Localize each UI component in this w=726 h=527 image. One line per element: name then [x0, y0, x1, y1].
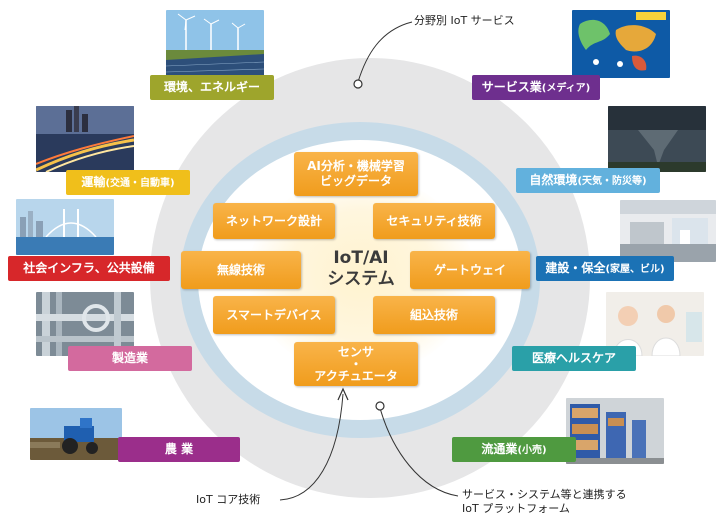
platform-callout-line2: IoT プラットフォーム [462, 502, 570, 515]
sector-nature-label: 自然環境 [529, 173, 578, 187]
core-embedded-label: 組込技術 [409, 307, 458, 322]
sector-healthcare[interactable]: 医療ヘルスケア [512, 346, 636, 371]
sector-agriculture-label: 農 業 [164, 442, 194, 456]
sector-construction-label: 建設・保全 [545, 261, 606, 275]
core-ai-bigdata[interactable]: AI分析・機械学習 ビッグデータ [294, 152, 418, 196]
center-iot-ai-system: IoT/AI システム [308, 248, 414, 292]
core-ai-line1: AI分析・機械学習 [307, 159, 405, 173]
core-sensor-line1: センサ [337, 345, 374, 359]
iot-core-callout: IoT コア技術 [196, 493, 261, 506]
sector-energy-label: 環境、エネルギー [163, 80, 260, 94]
sector-construction[interactable]: 建設・保全(家屋、ビル) [536, 256, 674, 281]
sector-natural-environment[interactable]: 自然環境(天気・防災等) [516, 168, 660, 193]
core-wireless[interactable]: 無線技術 [181, 251, 301, 289]
core-ai-line2: ビッグデータ [319, 174, 392, 188]
core-gateway-label: ゲートウェイ [433, 262, 506, 277]
wind-turbines-and-solar-panels-photo [166, 10, 264, 76]
iot-services-callout: 分野別 IoT サービス [414, 14, 515, 27]
sector-infrastructure-label: 社会インフラ、公共設備 [23, 261, 155, 275]
sector-distribution-sub: (小売) [517, 445, 547, 456]
core-smart-device-label: スマートデバイス [226, 307, 322, 322]
platform-callout-line [379, 407, 459, 497]
highway-light-trails-photo [36, 106, 134, 172]
center-title-line2: システム [327, 269, 395, 289]
center-title-line1: IoT/AI [333, 248, 389, 268]
kitchen-interior-photo [620, 200, 716, 262]
platform-callout-dot [375, 401, 385, 411]
sector-agriculture[interactable]: 農 業 [118, 437, 240, 462]
sector-media-label: サービス業 [481, 80, 542, 94]
platform-callout-line1: サービス・システム等と連携する [462, 488, 627, 501]
iot-services-callout-dot [353, 79, 363, 89]
core-sensor-dot: ・ [349, 357, 362, 371]
sector-distribution[interactable]: 流通業(小売) [452, 437, 576, 462]
sector-transport-sub: (交通・自動車) [105, 178, 175, 189]
core-network-label: ネットワーク設計 [225, 213, 322, 228]
core-smart-device[interactable]: スマートデバイス [213, 296, 335, 334]
sector-construction-sub: (家屋、ビル) [605, 264, 665, 275]
sector-energy[interactable]: 環境、エネルギー [150, 75, 274, 100]
core-gateway[interactable]: ゲートウェイ [410, 251, 530, 289]
sector-infrastructure[interactable]: 社会インフラ、公共設備 [8, 256, 170, 281]
sector-transport-label: 運輸 [81, 175, 106, 189]
core-sensor-actuator[interactable]: センサ ・ アクチュエータ [294, 342, 418, 386]
core-wireless-label: 無線技術 [216, 262, 265, 277]
iot-core-callout-line [279, 393, 344, 501]
sector-media-services[interactable]: サービス業(メディア) [472, 75, 600, 100]
weather-map-screen-photo [572, 10, 670, 78]
industrial-pipes-photo [36, 292, 134, 356]
bridge-cityscape-photo [16, 199, 114, 255]
core-security-label: セキュリティ技術 [386, 213, 482, 228]
iot-core-callout-arrow [337, 387, 349, 401]
sector-healthcare-label: 医療ヘルスケア [531, 351, 616, 365]
iot-services-callout-line [357, 21, 413, 83]
sector-nature-sub: (天気・防災等) [577, 176, 647, 187]
core-embedded[interactable]: 組込技術 [373, 296, 495, 334]
medical-staff-photo [606, 292, 704, 356]
sector-manufacturing[interactable]: 製造業 [68, 346, 192, 371]
core-sensor-line2: アクチュエータ [314, 369, 398, 383]
sector-media-sub: (メディア) [541, 83, 591, 94]
sector-manufacturing-label: 製造業 [111, 351, 148, 365]
core-network-design[interactable]: ネットワーク設計 [213, 203, 335, 239]
warehouse-shelves-photo [566, 398, 664, 464]
platform-callout: サービス・システム等と連携する IoT プラットフォーム [462, 488, 627, 516]
sector-distribution-label: 流通業 [481, 442, 518, 456]
tractor-field-photo [30, 408, 122, 460]
core-security[interactable]: セキュリティ技術 [373, 203, 495, 239]
sector-transport[interactable]: 運輸(交通・自動車) [66, 170, 190, 195]
tornado-sky-photo [608, 106, 706, 172]
